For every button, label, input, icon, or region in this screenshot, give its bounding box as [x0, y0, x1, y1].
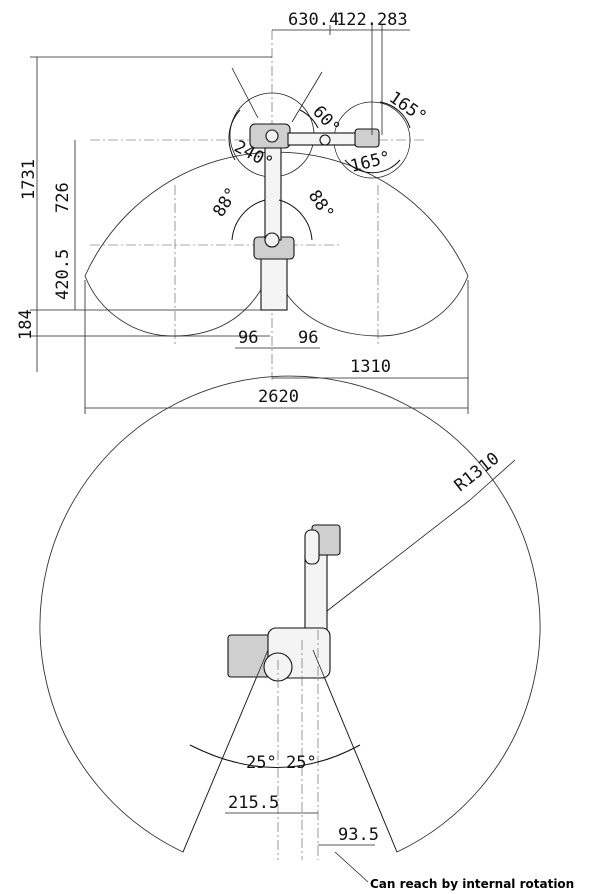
sector-line-right	[291, 71, 323, 123]
wedge-line-left	[182, 649, 269, 853]
dim-label-420-5: 420.5	[53, 249, 73, 300]
angle-arc-60	[299, 109, 319, 129]
dim-label-93-5: 93.5	[338, 825, 379, 845]
angle-arc-165-top	[379, 101, 411, 129]
angle-label-25-right: 25°	[286, 753, 317, 773]
dim-label-122-283: 122.283	[336, 10, 408, 30]
robot-wrist	[354, 128, 380, 148]
angle-arc-25	[189, 744, 361, 768]
wedge-line-right	[312, 649, 398, 853]
angle-arc-88-right	[278, 199, 313, 241]
robot-base-column	[260, 254, 288, 311]
dim-label-630-4: 630.4	[288, 10, 339, 30]
radius-label: R1310	[451, 449, 504, 496]
robot-joint-elbow	[319, 134, 331, 146]
dim-label-2620: 2620	[258, 387, 299, 407]
dim-label-1310: 1310	[350, 357, 391, 377]
note-leader	[334, 851, 369, 883]
dim-label-726: 726	[53, 182, 73, 213]
top-robot-elbow	[304, 529, 320, 565]
robot-joint-shoulder	[265, 129, 279, 143]
radius-leader-ext	[469, 459, 516, 501]
angle-label-165-inner: 165°	[348, 148, 393, 177]
angle-arc-240	[228, 109, 241, 161]
dim-label-215-5: 215.5	[228, 793, 279, 813]
angle-arc-165-inner	[344, 159, 401, 174]
dim-label-96-left: 96	[238, 328, 258, 348]
angle-label-88-right: 88°	[304, 187, 338, 224]
dim-label-184: 184	[16, 309, 36, 340]
top-view: R1310 25° 25° 215.5 93.5 Can reach by in…	[39, 375, 574, 891]
angle-label-25-left: 25°	[246, 753, 277, 773]
dim-label-96-right: 96	[298, 328, 318, 348]
robot-joint-base	[264, 232, 280, 248]
sector-line-left	[231, 67, 259, 119]
dim-label-1731: 1731	[19, 159, 39, 200]
angle-arc-88-left	[231, 199, 266, 241]
angle-label-88-left: 88°	[209, 184, 242, 221]
internal-rotation-note: Can reach by internal rotation	[370, 877, 574, 891]
top-work-envelope	[39, 375, 541, 853]
radius-leader	[317, 499, 471, 619]
side-view: 60° 165° 240° 165° 88° 88° 630.4 122.283…	[16, 10, 469, 414]
